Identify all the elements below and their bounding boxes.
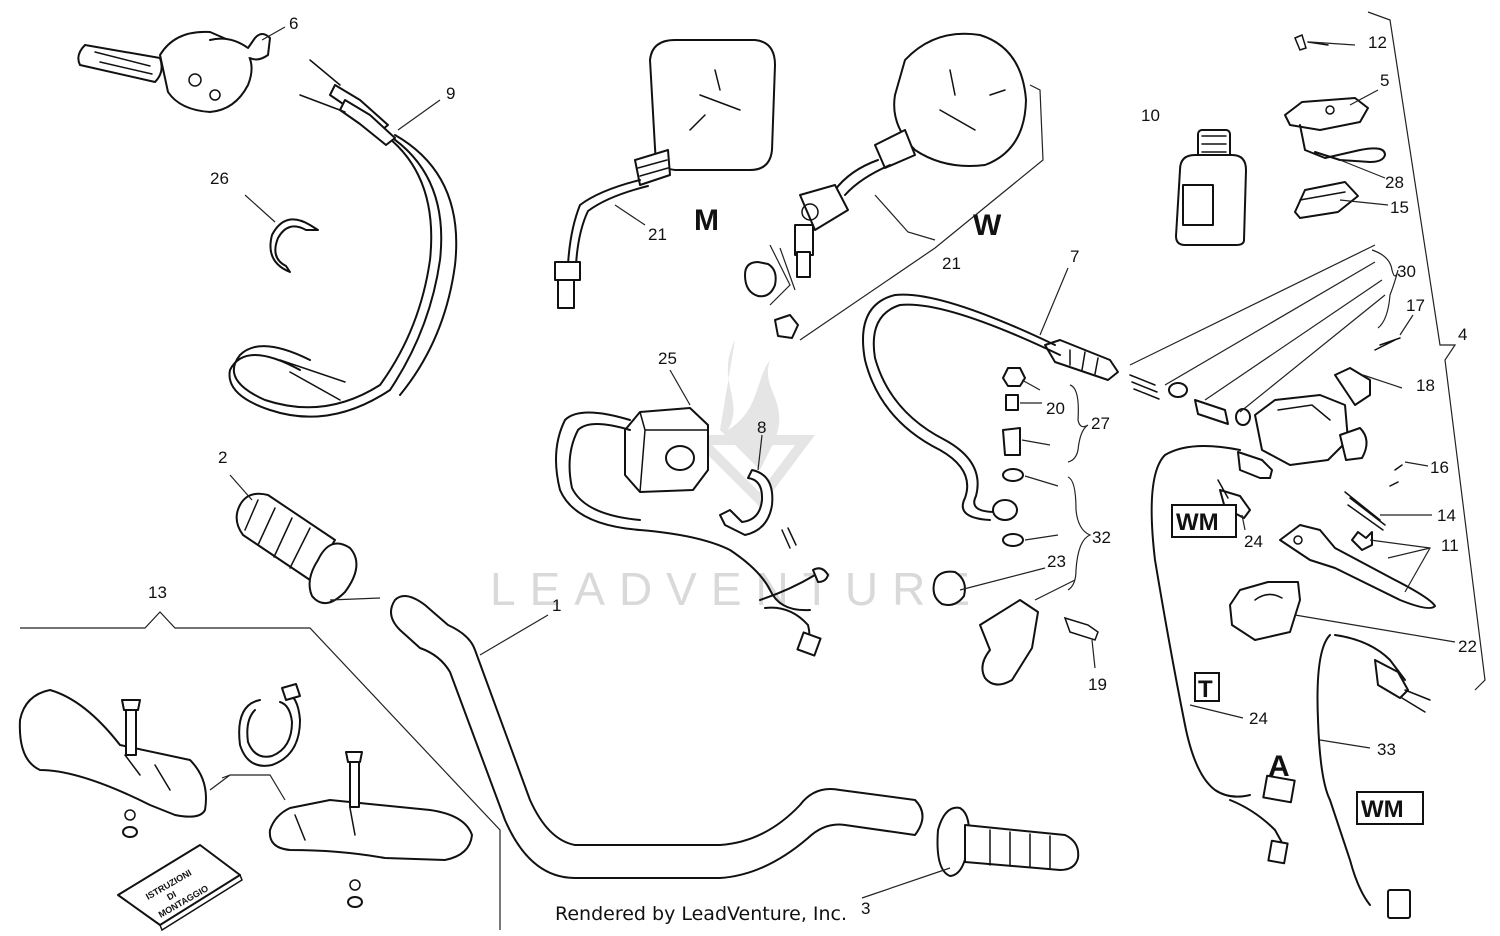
variant-a: A <box>1268 750 1290 783</box>
circlip <box>269 218 319 273</box>
callout-15: 15 <box>1390 198 1409 217</box>
piston-kit <box>1044 339 1251 426</box>
bracket-21-w <box>799 84 1044 341</box>
bracket-4 <box>1367 11 1486 691</box>
callout-13: 13 <box>148 583 167 602</box>
callout-8: 8 <box>757 418 766 437</box>
variant-w: W <box>973 209 1002 242</box>
callout-6: 6 <box>289 14 298 33</box>
switch-clip <box>719 469 774 536</box>
callout-4: 4 <box>1458 325 1467 344</box>
throttle-cables <box>228 59 458 418</box>
handlebar-switch <box>555 407 829 657</box>
callout-12: 12 <box>1368 33 1387 52</box>
mirror-square <box>554 39 776 309</box>
variant-wm-top: WM <box>1176 509 1219 536</box>
callout-14: 14 <box>1437 506 1456 525</box>
callout-24-bottom: 24 <box>1249 709 1268 728</box>
lever-clamp <box>1229 581 1301 641</box>
callout-20: 20 <box>1046 399 1065 418</box>
callout-18: 18 <box>1416 376 1435 395</box>
brake-fluid-bottle <box>1175 129 1247 246</box>
callout-1: 1 <box>552 596 561 615</box>
callout-labels: 6 9 26 2 13 1 3 21 21 25 8 7 20 27 32 23… <box>148 14 1477 918</box>
mirror-round <box>794 32 1027 278</box>
variant-t-box <box>1194 672 1220 702</box>
callout-32: 32 <box>1092 528 1111 547</box>
watermark: LEADVENTURE <box>490 340 984 615</box>
callout-17: 17 <box>1406 296 1425 315</box>
callout-3: 3 <box>861 899 870 918</box>
callout-2: 2 <box>218 448 227 467</box>
hand-guard-left <box>18 689 207 838</box>
clutch-lever <box>1279 524 1436 609</box>
master-cylinder-cap-parts <box>1284 33 1386 219</box>
bracket-30 <box>1371 249 1399 329</box>
hose-fittings <box>932 367 1099 686</box>
variant-labels: M W A WM T WM <box>694 204 1424 825</box>
callout-25: 25 <box>658 349 677 368</box>
guard-clamp-ring <box>238 683 301 767</box>
throttle-grip-assembly <box>77 30 271 113</box>
mirror-adapter-parts <box>744 244 799 339</box>
callout-23: 23 <box>1047 552 1066 571</box>
variant-wm-bottom: WM <box>1361 796 1404 823</box>
leader-lines <box>229 26 1456 899</box>
callout-28: 28 <box>1385 173 1404 192</box>
callout-27: 27 <box>1091 414 1110 433</box>
render-credit: Rendered by LeadVenture, Inc. <box>555 903 847 925</box>
callout-33: 33 <box>1377 740 1396 759</box>
brake-hose <box>862 293 1061 521</box>
callout-22: 22 <box>1458 637 1477 656</box>
callout-26: 26 <box>210 169 229 188</box>
instruction-booklet: ISTRUZIONI DI MONTAGGIO <box>117 844 243 932</box>
booklet-line2: DI <box>165 889 178 902</box>
left-grip <box>235 492 358 604</box>
callout-21-w: 21 <box>942 254 961 273</box>
variant-t: T <box>1198 676 1213 703</box>
callout-7: 7 <box>1070 247 1079 266</box>
right-grip <box>936 806 1080 877</box>
callout-19: 19 <box>1088 675 1107 694</box>
variant-wm-top-box <box>1171 504 1237 538</box>
callout-30: 30 <box>1397 262 1416 281</box>
callout-5: 5 <box>1380 71 1389 90</box>
callout-10: 10 <box>1141 106 1160 125</box>
bracket-13 <box>20 611 501 930</box>
watermark-text: LEADVENTURE <box>490 563 984 615</box>
callout-11: 11 <box>1441 536 1459 555</box>
watermark-logo-icon <box>687 340 815 508</box>
master-cylinder-body <box>1254 337 1403 531</box>
callout-9: 9 <box>446 84 455 103</box>
handlebar <box>390 595 924 879</box>
variant-m: M <box>694 204 719 237</box>
callout-24-top: 24 <box>1244 532 1263 551</box>
hand-guard-right <box>268 751 473 908</box>
variant-wm-bottom-box <box>1356 791 1424 825</box>
callout-21-m: 21 <box>648 225 667 244</box>
callout-16: 16 <box>1430 458 1449 477</box>
switch-cable-33 <box>1316 634 1431 919</box>
